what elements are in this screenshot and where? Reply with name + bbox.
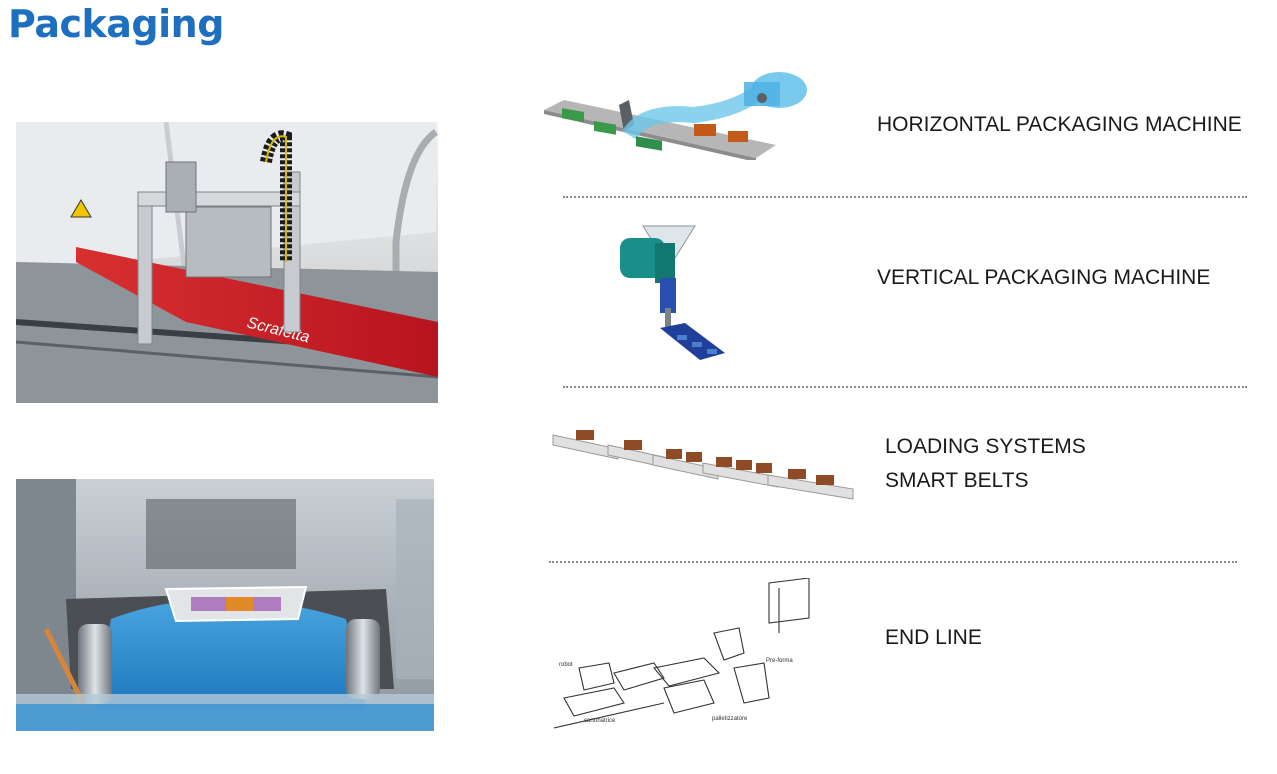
vertical-machine-label: VERTICAL PACKAGING MACHINE: [877, 266, 1211, 289]
sketch-note-cartoner: cartonatrice: [584, 718, 616, 724]
sketch-note-preforma: Pre-forma: [766, 658, 793, 664]
section-separator: [563, 386, 1247, 388]
vertical-machine-illustration: [615, 218, 730, 363]
loading-systems-label: LOADING SYSTEMS: [885, 435, 1086, 458]
horizontal-machine-label: HORIZONTAL PACKAGING MACHINE: [877, 113, 1242, 136]
section-separator: [549, 561, 1237, 563]
end-line-sketch: robot Pre-forma palletizzatore cartonatr…: [553, 577, 812, 730]
horizontal-machine-photo: Scrafetta: [16, 122, 438, 403]
smart-belts-label: SMART BELTS: [885, 469, 1029, 492]
horizontal-machine-illustration: [544, 70, 808, 162]
sketch-note-robot: robot: [559, 662, 573, 668]
loading-belts-illustration: [548, 425, 858, 505]
section-separator: [563, 196, 1247, 198]
page-title: Packaging: [8, 2, 224, 46]
sketch-note-palletizer: palletizzatore: [712, 716, 748, 722]
end-line-label: END LINE: [885, 626, 982, 649]
smart-belt-photo: [16, 479, 434, 731]
